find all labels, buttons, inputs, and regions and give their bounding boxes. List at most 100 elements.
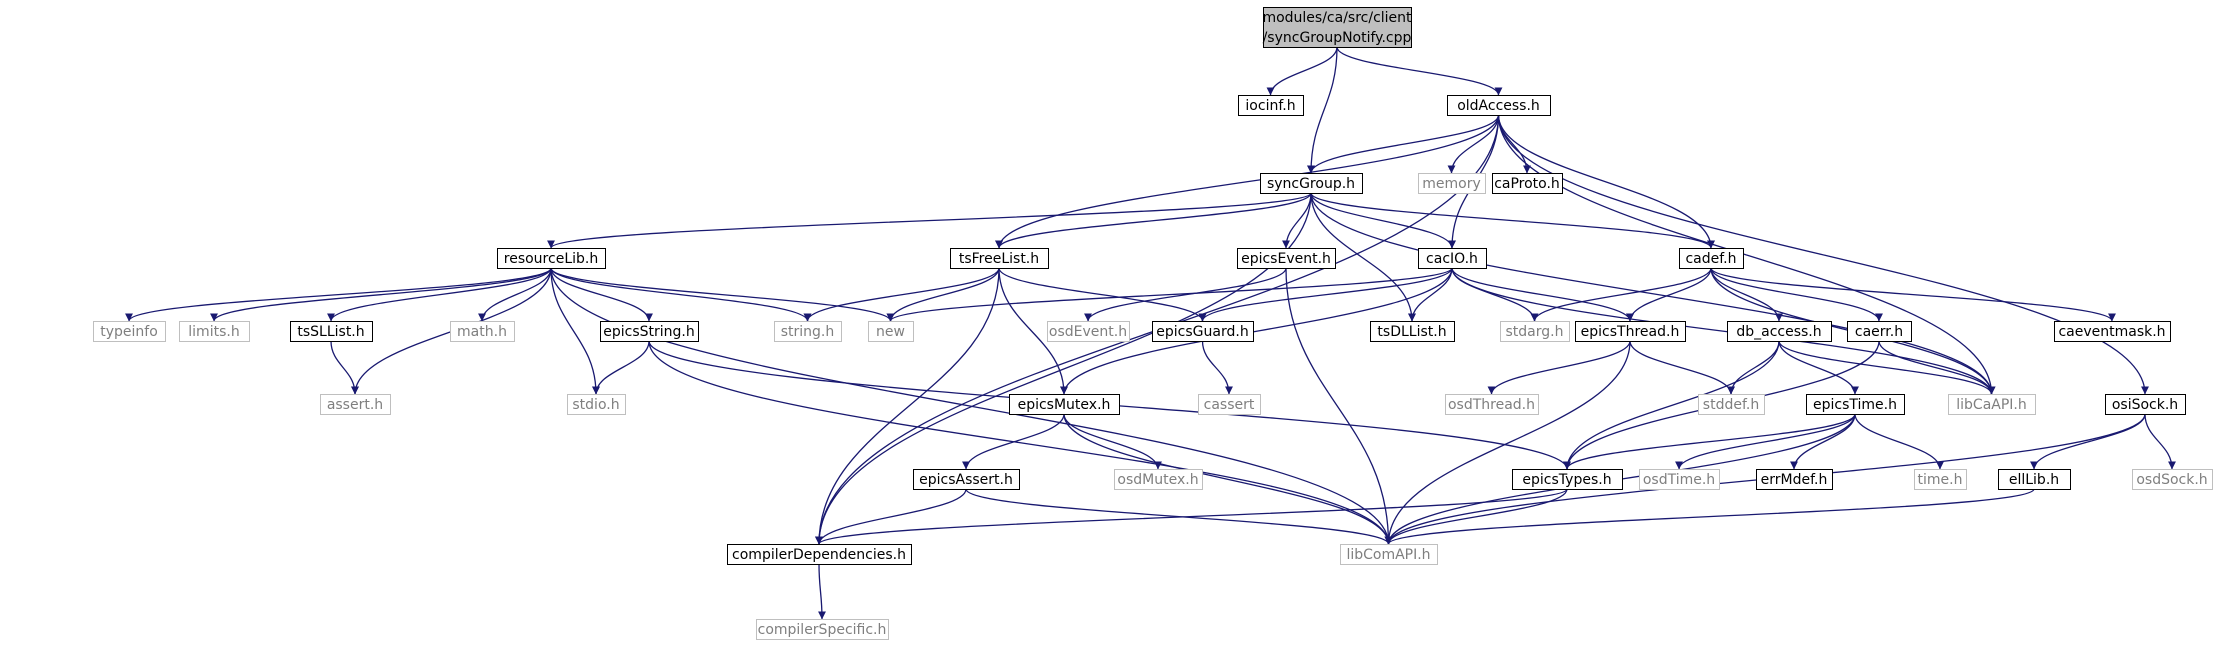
- edge-db-access-to-epics-time: [1778, 340, 1859, 395]
- edge-old-access-to-sync-group: [1307, 114, 1500, 174]
- node-label: epicsTime.h: [1813, 397, 1897, 413]
- edge-compiler-dependencies-to-compiler-specific: [817, 563, 826, 620]
- edge-resource-lib-to-new: [550, 267, 895, 322]
- node-ts-sllist[interactable]: tsSLList.h: [290, 321, 373, 342]
- node-label: string.h: [781, 324, 835, 340]
- node-box: [756, 619, 889, 640]
- edge-epics-thread-to-stddef: [1629, 340, 1735, 395]
- node-box: [1806, 394, 1905, 415]
- node-db-access[interactable]: db_access.h: [1727, 321, 1832, 342]
- node-label: ellLib.h: [2009, 472, 2059, 488]
- node-epics-mutex[interactable]: epicsMutex.h: [1009, 394, 1120, 415]
- node-box: [1914, 469, 1967, 490]
- edge-ell-lib-to-lib-com-api: [1384, 488, 2035, 545]
- node-label: compilerDependencies.h: [732, 547, 906, 563]
- node-ts-free-list[interactable]: tsFreeList.h: [950, 248, 1049, 269]
- edge-epics-event-to-osd-event: [1084, 267, 1287, 322]
- node-root[interactable]: modules/ca/src/client/syncGroupNotify.cp…: [1262, 7, 1412, 48]
- node-osd-sock: osdSock.h: [2132, 469, 2213, 490]
- edge-resource-lib-to-stdio: [550, 267, 600, 395]
- node-label: iocinf.h: [1245, 98, 1295, 114]
- edge-ts-free-list-to-epics-guard: [998, 267, 1207, 322]
- node-box: [774, 321, 842, 342]
- edge-caerr-to-lib-ca-api: [1878, 340, 1996, 395]
- node-box: [1447, 95, 1551, 116]
- node-stdio: stdio.h: [567, 394, 626, 415]
- node-old-access[interactable]: oldAccess.h: [1447, 95, 1551, 116]
- node-osi-sock[interactable]: osiSock.h: [2105, 394, 2186, 415]
- edge-old-access-to-ca-proto: [1497, 114, 1531, 174]
- node-box: [1512, 469, 1623, 490]
- edge-ts-free-list-to-string: [803, 267, 1000, 322]
- edge-cac-io-to-ts-dllist: [1408, 267, 1453, 322]
- edge-epics-thread-to-osd-thread: [1487, 340, 1631, 395]
- node-label: tsSLList.h: [297, 324, 364, 340]
- node-box: [1238, 95, 1304, 116]
- node-epics-thread[interactable]: epicsThread.h: [1575, 321, 1686, 342]
- edge-sync-group-to-ts-dllist: [1310, 192, 1416, 322]
- node-label: osiSock.h: [2112, 397, 2178, 413]
- node-ts-dllist[interactable]: tsDLList.h: [1370, 321, 1455, 342]
- edge-cac-io-to-stdarg: [1451, 267, 1539, 322]
- node-cassert: cassert: [1198, 394, 1261, 415]
- edge-epics-types-to-compiler-dependencies: [815, 488, 1568, 545]
- edge-epics-time-to-time: [1854, 413, 1944, 470]
- edge-cac-io-to-new: [886, 267, 1453, 322]
- node-caerr[interactable]: caerr.h: [1847, 321, 1912, 342]
- edge-sync-group-to-cac-io: [1310, 192, 1456, 249]
- node-cadef[interactable]: cadef.h: [1679, 248, 1744, 269]
- node-label: time.h: [1918, 472, 1963, 488]
- node-osd-event: osdEvent.h: [1047, 321, 1130, 342]
- edge-epics-time-to-err-mdef: [1790, 413, 1856, 470]
- node-box: [1679, 248, 1744, 269]
- node-lib-ca-api: libCaAPI.h: [1948, 394, 2036, 415]
- node-err-mdef[interactable]: errMdef.h: [1756, 469, 1833, 490]
- node-epics-assert[interactable]: epicsAssert.h: [913, 469, 1020, 490]
- node-label: libComAPI.h: [1346, 547, 1430, 563]
- node-label: caeventmask.h: [2058, 324, 2165, 340]
- node-resource-lib[interactable]: resourceLib.h: [497, 248, 606, 269]
- node-new: new: [868, 321, 914, 342]
- edge-epics-mutex-to-lib-com-api: [1063, 413, 1393, 545]
- node-memory: memory: [1418, 173, 1486, 194]
- node-epics-time[interactable]: epicsTime.h: [1806, 394, 1905, 415]
- node-box: [320, 394, 391, 415]
- node-epics-types[interactable]: epicsTypes.h: [1512, 469, 1623, 490]
- node-box: [497, 248, 606, 269]
- node-stddef: stddef.h: [1698, 394, 1765, 415]
- node-label: limits.h: [188, 324, 239, 340]
- edge-epics-time-to-epics-types: [1563, 413, 1856, 470]
- node-label: epicsMutex.h: [1018, 397, 1111, 413]
- node-epics-guard[interactable]: epicsGuard.h: [1152, 321, 1254, 342]
- node-cac-io[interactable]: cacIO.h: [1418, 248, 1487, 269]
- edge-old-access-to-lib-ca-api: [1497, 114, 1996, 395]
- node-ca-proto[interactable]: caProto.h: [1492, 173, 1563, 194]
- node-label: epicsAssert.h: [919, 472, 1013, 488]
- node-ell-lib[interactable]: ellLib.h: [1998, 469, 2071, 490]
- edge-resource-lib-to-lib-com-api: [550, 267, 1393, 545]
- node-label: osdEvent.h: [1049, 324, 1127, 340]
- edge-epics-guard-to-cassert: [1201, 340, 1233, 395]
- node-epics-event[interactable]: epicsEvent.h: [1237, 248, 1336, 269]
- node-epics-string[interactable]: epicsString.h: [600, 321, 699, 342]
- edge-sync-group-to-cadef: [1310, 192, 1715, 249]
- node-box: [2054, 321, 2171, 342]
- edge-osi-sock-to-ell-lib: [2030, 413, 2146, 470]
- edge-sync-group-to-ts-free-list: [995, 192, 1312, 249]
- node-label: epicsEvent.h: [1241, 251, 1331, 267]
- node-box: [1047, 321, 1130, 342]
- node-compiler-dependencies[interactable]: compilerDependencies.h: [727, 544, 912, 565]
- node-math: math.h: [450, 321, 515, 342]
- node-box: [1237, 248, 1336, 269]
- edge-ts-free-list-to-new: [886, 267, 1000, 322]
- nodes-layer: modules/ca/src/client/syncGroupNotify.cp…: [93, 7, 2213, 640]
- edge-root-to-sync-group: [1307, 46, 1338, 174]
- edge-old-access-to-osi-sock: [1497, 114, 2149, 395]
- node-caeventmask[interactable]: caeventmask.h: [2054, 321, 2171, 342]
- node-box: [450, 321, 515, 342]
- node-sync-group[interactable]: syncGroup.h: [1260, 173, 1363, 194]
- edge-old-access-to-memory: [1447, 114, 1500, 174]
- node-iocinf[interactable]: iocinf.h: [1238, 95, 1304, 116]
- edge-db-access-to-stddef: [1727, 340, 1780, 395]
